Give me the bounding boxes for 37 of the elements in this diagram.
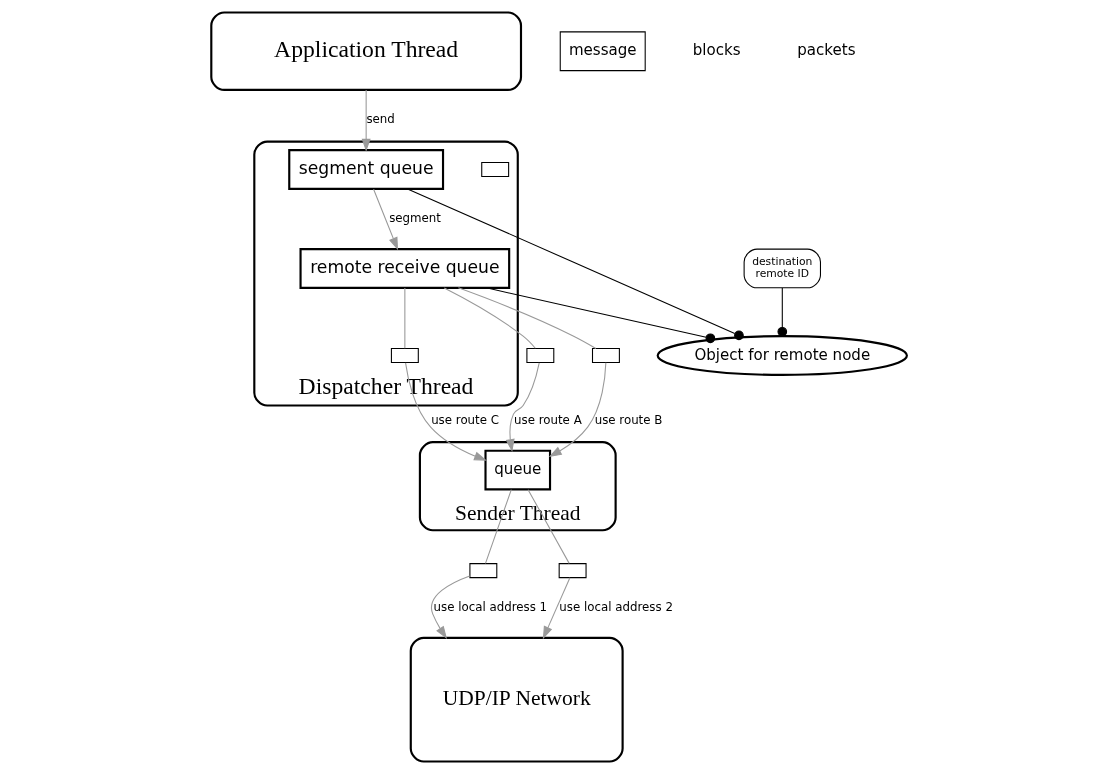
node-box: Application Thread <box>210 11 523 91</box>
label: packets <box>797 41 856 60</box>
edge-label: use local address 1 <box>433 599 548 614</box>
node-box <box>390 348 419 364</box>
arrow <box>542 577 571 640</box>
node-box: remote receive queue <box>299 248 511 289</box>
connector <box>404 287 406 349</box>
connector <box>484 489 512 564</box>
node-box: segment queue <box>288 149 445 190</box>
arrow <box>548 362 607 457</box>
label: blocks <box>692 41 741 60</box>
node-box: destination remote ID <box>743 248 821 289</box>
edge-label: use route A <box>514 412 582 427</box>
arrow <box>505 362 540 453</box>
edge-label: use route B <box>594 412 663 427</box>
edge-label: send <box>366 112 395 127</box>
connector <box>777 287 788 337</box>
edge-label: segment <box>389 210 441 225</box>
edge-label: use route C <box>431 412 500 427</box>
connector <box>527 489 570 564</box>
edge-label: use local address 2 <box>559 599 673 614</box>
node-box <box>558 563 587 579</box>
arrow <box>405 362 487 461</box>
node-box: queue <box>484 449 552 491</box>
connector <box>457 287 597 349</box>
connector <box>485 287 716 344</box>
arrow <box>373 188 399 251</box>
connector <box>407 188 744 341</box>
node-box <box>469 563 498 579</box>
node-box <box>591 348 620 364</box>
connector <box>443 287 536 349</box>
node-box: message <box>559 31 646 72</box>
node-box <box>481 162 510 178</box>
node-box <box>526 348 555 364</box>
node-box: UDP/IP Network <box>409 636 624 763</box>
arrow <box>361 89 371 152</box>
arrow <box>431 575 471 639</box>
